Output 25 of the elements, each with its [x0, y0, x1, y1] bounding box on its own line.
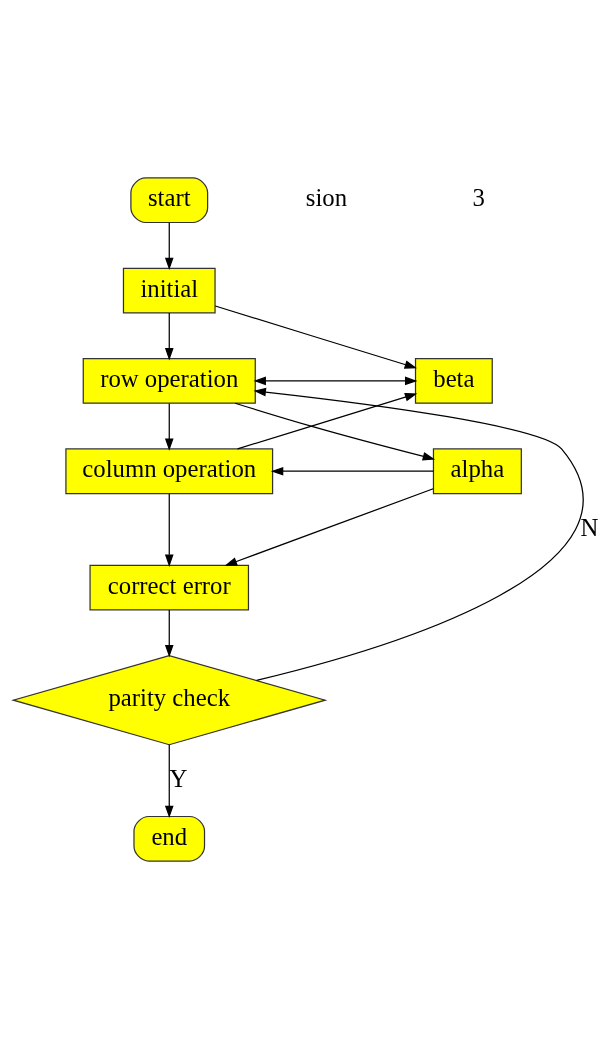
arrow	[164, 221, 174, 270]
arrow	[236, 392, 418, 450]
arrow	[164, 492, 174, 567]
arrow	[214, 304, 417, 369]
arrow	[253, 387, 584, 681]
arrow	[164, 743, 174, 818]
node-box: initial	[122, 267, 216, 313]
node-box: beta	[414, 357, 493, 404]
arrow	[224, 487, 434, 566]
node-diamond: parity check	[11, 654, 328, 745]
edge-label: N	[580, 513, 599, 541]
node-box: correct error	[89, 564, 250, 610]
label: sion	[305, 183, 348, 211]
arrow	[164, 608, 174, 657]
node-box: end	[133, 815, 206, 862]
node-box: column operation	[65, 447, 274, 494]
label: 3	[472, 183, 485, 211]
node-box: row operation	[82, 357, 256, 404]
arrow	[164, 311, 174, 360]
node-box: start	[130, 176, 209, 223]
node-box: alpha	[432, 447, 522, 494]
arrow	[164, 402, 174, 451]
arrow	[270, 466, 435, 476]
arrow	[234, 402, 436, 461]
arrow	[253, 376, 418, 385]
